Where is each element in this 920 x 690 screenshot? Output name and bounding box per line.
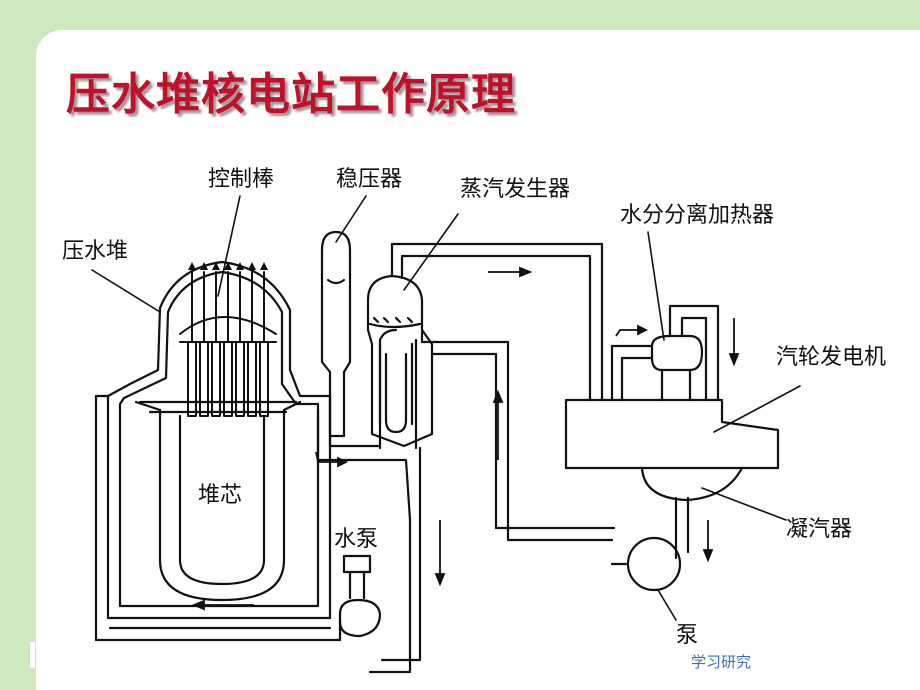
label-core: 堆芯	[198, 483, 242, 508]
reactor-vessel	[106, 260, 332, 620]
steam-generator	[366, 274, 434, 448]
turbine-generator	[564, 398, 780, 560]
label-reactor: 压水堆	[62, 239, 128, 264]
label-separator-heater: 水分分离加热器	[620, 203, 774, 228]
label-pressurizer: 稳压器	[336, 167, 402, 192]
pressurizer	[320, 230, 352, 438]
primary-loop	[94, 328, 422, 674]
slide-edge-mark	[30, 642, 35, 668]
label-condenser: 凝汽器	[786, 517, 852, 542]
page-title: 压水堆核电站工作原理	[66, 69, 516, 120]
label-turbine-generator: 汽轮发电机	[776, 345, 886, 370]
control-rod-arrows	[188, 262, 268, 270]
footer-text: 学习研究	[691, 653, 752, 671]
primary-water-pump	[338, 554, 382, 638]
slide-panel	[36, 30, 920, 690]
label-steam-generator: 蒸汽发生器	[460, 177, 570, 202]
separator-heater	[610, 304, 720, 402]
steam-line	[390, 242, 616, 542]
flow-arrows	[191, 266, 740, 611]
label-control-rod: 控制棒	[208, 167, 274, 192]
control-rods	[179, 271, 277, 417]
leader-lines	[91, 195, 801, 621]
label-water-pump: 水泵	[334, 527, 378, 552]
label-pump: 泵	[676, 623, 698, 648]
feed-pump	[610, 536, 682, 592]
